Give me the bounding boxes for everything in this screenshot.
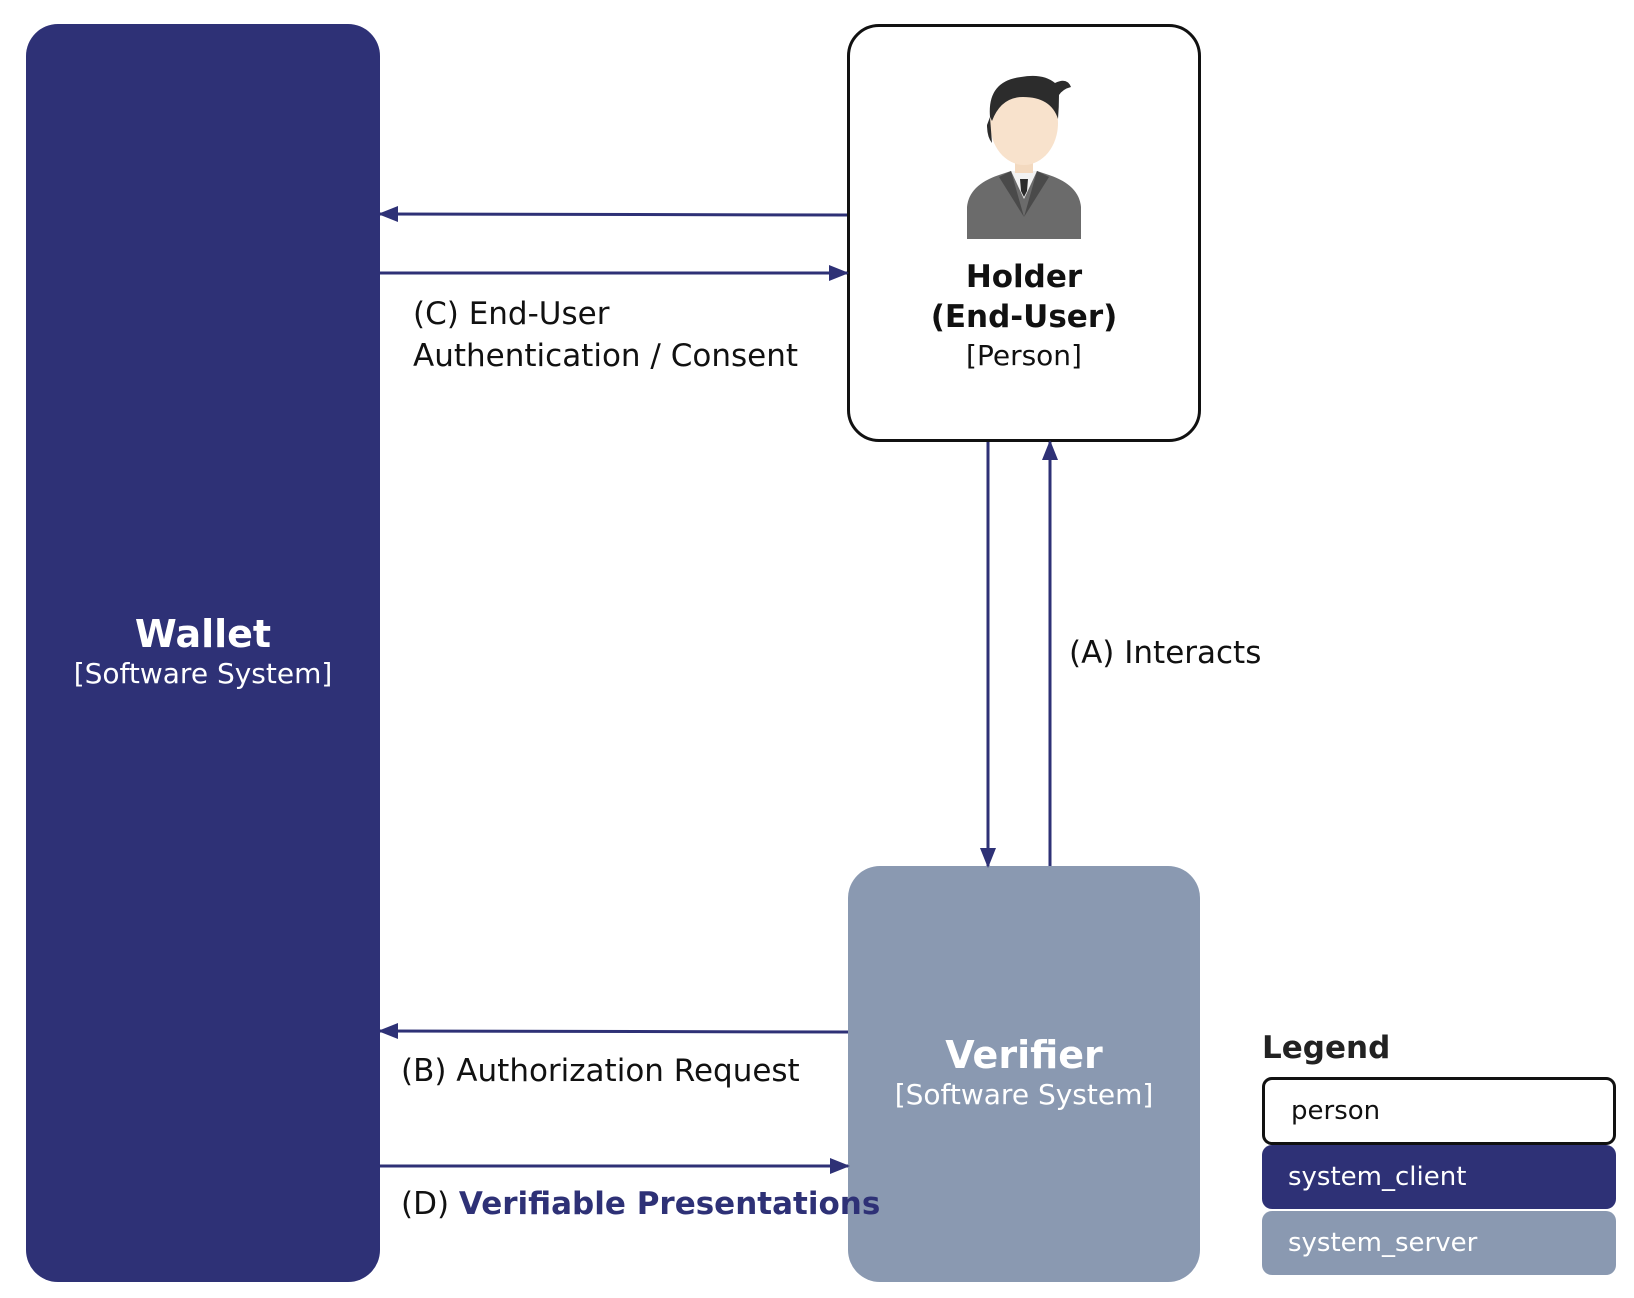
edge-label-c-line2: Authentication / Consent bbox=[413, 338, 799, 374]
verifier-type: [Software System] bbox=[894, 1077, 1154, 1111]
legend-item-system-server: system_server bbox=[1262, 1211, 1616, 1276]
person-icon bbox=[967, 75, 1081, 239]
wallet-name: Wallet bbox=[134, 611, 272, 656]
legend-item-label: system_server bbox=[1288, 1228, 1478, 1259]
legend-title: Legend bbox=[1262, 1030, 1391, 1066]
legend-item-person: person bbox=[1262, 1077, 1616, 1146]
edge-label-b: (B) Authorization Request bbox=[401, 1053, 800, 1089]
holder-name: Holder bbox=[965, 259, 1083, 295]
edge-label-a: (A) Interacts bbox=[1069, 635, 1262, 671]
legend-item-system-client: system_client bbox=[1262, 1145, 1616, 1210]
holder-node: Holder (End-User) [Person] bbox=[847, 24, 1201, 442]
edge-c-holder-to-wallet bbox=[378, 206, 848, 223]
holder-role: (End-User) bbox=[930, 299, 1118, 336]
edge-label-d: (D) Verifiable Presentations bbox=[401, 1183, 880, 1225]
edge-label-c: (C) End-User Authentication / Consent bbox=[413, 293, 798, 377]
holder-type: [Person] bbox=[966, 338, 1082, 372]
edge-b-verifier-to-wallet bbox=[378, 1023, 849, 1040]
verifier-node: Verifier [Software System] bbox=[848, 866, 1200, 1282]
verifier-name: Verifier bbox=[945, 1032, 1103, 1077]
legend-item-label: system_client bbox=[1288, 1162, 1467, 1193]
legend: Legend person system_client system_serve… bbox=[1262, 1030, 1616, 1277]
edge-label-d-prefix: (D) bbox=[401, 1186, 450, 1222]
wallet-node: Wallet [Software System] bbox=[26, 24, 380, 1282]
edge-label-d-emphasis: Verifiable Presentations bbox=[458, 1186, 881, 1222]
legend-item-label: person bbox=[1291, 1096, 1381, 1127]
edge-label-c-line1: (C) End-User bbox=[413, 296, 610, 332]
wallet-type: [Software System] bbox=[73, 656, 333, 690]
